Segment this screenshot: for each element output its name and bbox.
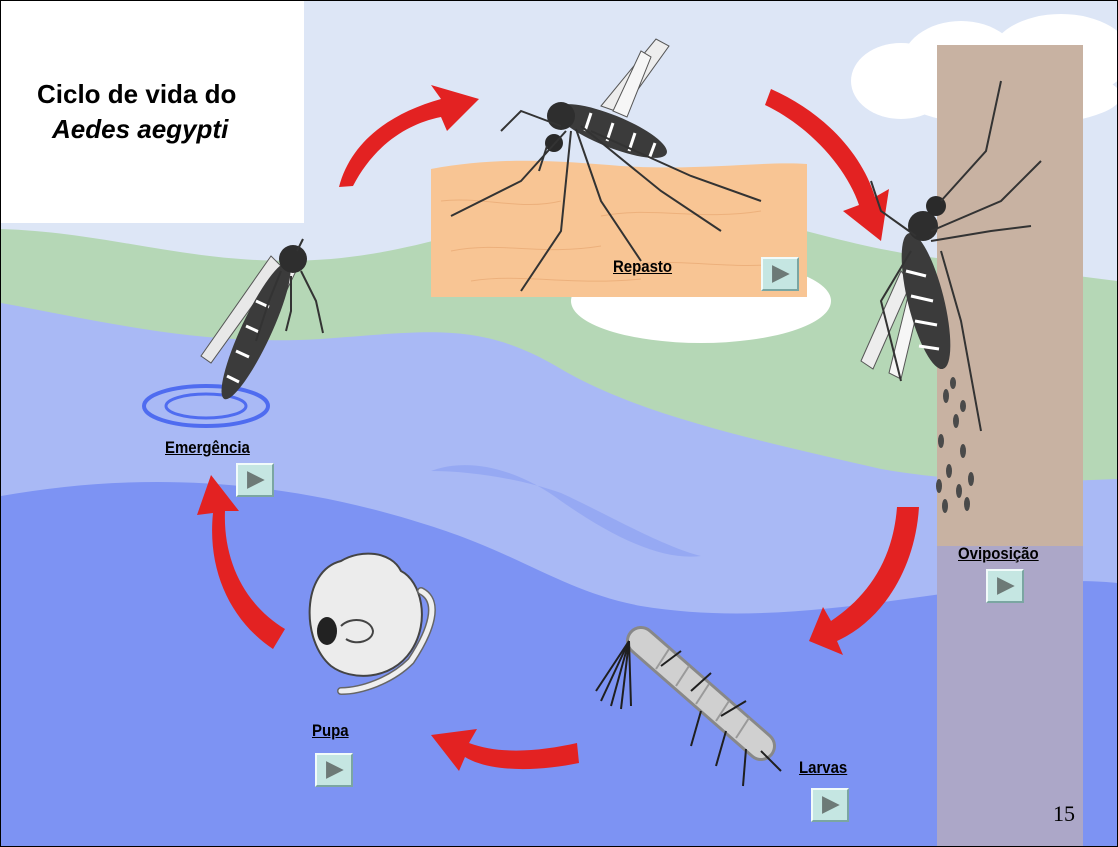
page-number: 15 bbox=[1053, 801, 1075, 827]
play-icon bbox=[813, 790, 847, 820]
title-line-2: Aedes aegypti bbox=[52, 114, 228, 145]
stage-link-repasto[interactable]: Repasto bbox=[613, 257, 672, 277]
play-button-larvas[interactable] bbox=[811, 788, 849, 822]
stage-link-larvas[interactable]: Larvas bbox=[799, 758, 847, 778]
play-icon bbox=[988, 571, 1022, 601]
title-line-1: Ciclo de vida do bbox=[37, 79, 236, 110]
play-button-pupa[interactable] bbox=[315, 753, 353, 787]
stage-link-pupa[interactable]: Pupa bbox=[312, 721, 349, 741]
play-icon bbox=[763, 259, 797, 289]
play-icon bbox=[317, 755, 351, 785]
stage-link-emergencia[interactable]: Emergência bbox=[165, 438, 250, 458]
play-button-oviposicao[interactable] bbox=[986, 569, 1024, 603]
diagram-title: Ciclo de vida do Aedes aegypti bbox=[1, 1, 304, 223]
play-button-emergencia[interactable] bbox=[236, 463, 274, 497]
play-button-repasto[interactable] bbox=[761, 257, 799, 291]
play-icon bbox=[238, 465, 272, 495]
stage-link-oviposicao[interactable]: Oviposição bbox=[958, 544, 1039, 564]
